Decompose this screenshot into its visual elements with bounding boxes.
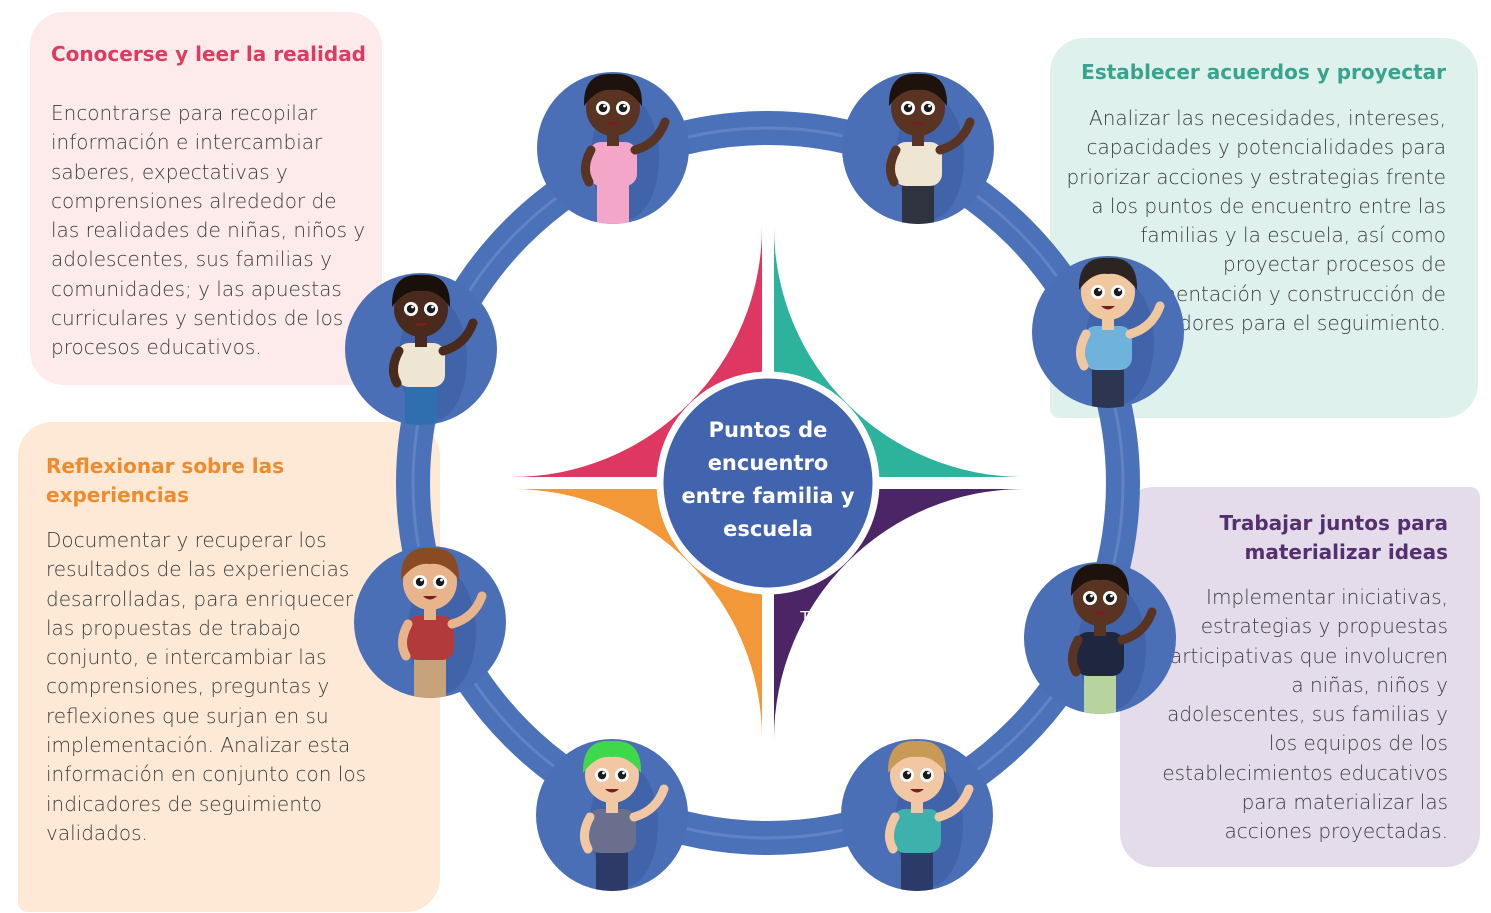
panel-title: Trabajar juntos para materializar ideas bbox=[1219, 511, 1448, 564]
avatar-figure bbox=[389, 274, 478, 425]
avatar-figure bbox=[886, 73, 975, 224]
panel-title: Establecer acuerdos y proyectar bbox=[1081, 60, 1446, 84]
avatar-boy-red-jacket bbox=[354, 546, 506, 698]
panel-text: Encontrarse para recopilar información e… bbox=[51, 101, 366, 360]
ring-highlight bbox=[411, 126, 1125, 840]
avatar-circles bbox=[345, 72, 1184, 891]
panel-conocerse: Conocerse y leer la realidad Encontrarse… bbox=[30, 12, 382, 385]
panel-title: Conocerse y leer la realidad bbox=[51, 42, 366, 66]
quadrant-label-conocerse: Conocerse y leer la realidad bbox=[584, 342, 702, 382]
quadrant-label-establecer: Establecer acuerdos y proyectar bbox=[850, 342, 936, 404]
avatar-figure bbox=[581, 73, 670, 224]
avatar-figure bbox=[398, 547, 487, 698]
panel-trabajar: Trabajar juntos para materializar ideas … bbox=[1120, 487, 1480, 867]
avatar-boy-wheelchair bbox=[841, 739, 993, 891]
panel-title: Reflexionar sobre las experiencias bbox=[46, 454, 285, 507]
avatar-girl-pink-dress bbox=[537, 72, 689, 224]
avatar-girl-glasses-skirt bbox=[1024, 562, 1176, 714]
avatar-boy-green-mohawk bbox=[536, 739, 688, 891]
avatar-figure bbox=[885, 740, 974, 891]
center-title: Puntos de encuentro entre familia y escu… bbox=[681, 418, 855, 541]
outer-ring bbox=[396, 111, 1140, 855]
quadrant-label-reflexionar: Reflexionar sobre las experiencias bbox=[585, 608, 721, 648]
avatar-figure bbox=[1076, 257, 1165, 408]
avatar-figure bbox=[580, 740, 669, 891]
center-circle bbox=[656, 371, 880, 595]
avatar-boy-glasses-waving bbox=[842, 72, 994, 224]
quadrant-label-trabajar: Trabajar juntos para materializar ideas bbox=[800, 608, 956, 648]
ring-band bbox=[396, 111, 1140, 855]
avatar-girl-headband bbox=[345, 273, 497, 425]
avatar-boy-blue-shirt bbox=[1032, 256, 1184, 408]
panel-text: Documentar y recuperar los resultados de… bbox=[46, 528, 367, 845]
avatar-figure bbox=[1068, 563, 1157, 714]
panel-text: Implementar iniciativas, estrategias y p… bbox=[1157, 585, 1448, 844]
